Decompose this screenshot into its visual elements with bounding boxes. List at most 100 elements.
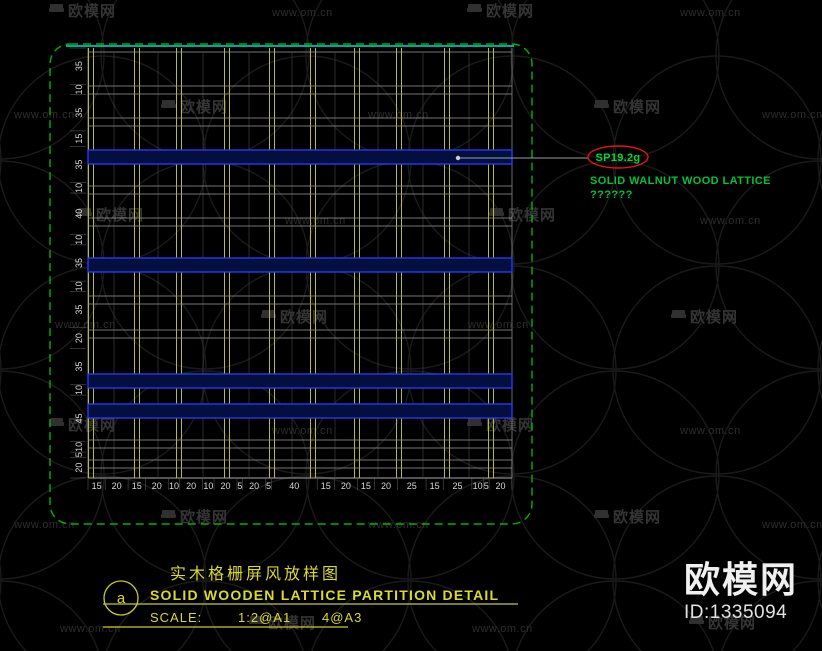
dim-label: 5 — [237, 481, 242, 491]
watermark-brand: 欧模网 — [49, 416, 116, 434]
sofa-icon — [594, 100, 609, 108]
watermark-url-text: www.om.cn — [271, 425, 333, 437]
blue-rail — [87, 257, 513, 273]
dim-label: 15 — [361, 481, 371, 491]
watermark-circle — [510, 370, 720, 580]
watermark-url-text: www.om.cn — [761, 519, 822, 531]
blue-rail — [87, 373, 513, 389]
sofa-icon — [467, 418, 482, 426]
dim-label: 20 — [74, 463, 84, 473]
site-logo: 欧模网 ID:1335094 — [684, 559, 796, 623]
watermark-circle — [612, 475, 822, 651]
sofa-icon — [489, 208, 504, 216]
watermark-url-text: www.om.cn — [467, 319, 529, 331]
sofa-icon — [161, 100, 176, 108]
sofa-seat — [49, 422, 64, 426]
dim-label: 15 — [74, 134, 84, 144]
dim-label: 20 — [112, 481, 122, 491]
dim-label: 20 — [152, 481, 162, 491]
sofa-seat — [689, 620, 704, 624]
sofa-icon — [49, 4, 64, 12]
dim-label: 5 — [74, 452, 84, 457]
watermark-circle — [0, 141, 2, 179]
sofa-icon — [161, 510, 176, 518]
watermark-url-text: www.om.cn — [284, 215, 346, 227]
watermark-circle — [0, 370, 105, 580]
watermark-brand: 欧模网 — [49, 2, 115, 20]
watermark-circle — [305, 0, 515, 160]
sofa-back — [162, 100, 175, 105]
watermark-url-text: www.om.cn — [13, 519, 75, 531]
callout-bubble — [587, 145, 649, 169]
watermark-brand-text: 欧模网 — [613, 508, 661, 526]
watermark-brand: 欧模网 — [594, 98, 661, 116]
watermark-circle — [715, 0, 822, 160]
dim-label: 15 — [430, 481, 440, 491]
watermark-circle — [715, 160, 822, 370]
sofa-icon — [689, 616, 704, 624]
watermark-circle — [202, 475, 412, 651]
dim-label: 10 — [473, 481, 483, 491]
watermark-circle — [817, 549, 822, 611]
watermark-url-text: www.om.cn — [471, 623, 533, 635]
detail-boundary — [49, 43, 533, 525]
dim-label: 40 — [289, 481, 299, 491]
sofa-seat — [594, 514, 609, 518]
blue-rail — [87, 403, 513, 419]
watermark-url-text: www.om.cn — [699, 215, 761, 227]
watermark-circle — [0, 265, 207, 475]
watermark-brand-text: 欧模网 — [180, 508, 228, 526]
watermark-circle — [305, 370, 515, 580]
dim-label: 35 — [74, 61, 84, 71]
dim-label: 10 — [169, 481, 179, 491]
sofa-icon — [49, 418, 64, 426]
sofa-back — [162, 510, 175, 515]
sofa-back — [50, 418, 63, 423]
sofa-seat — [467, 8, 482, 12]
dim-label: 20 — [186, 481, 196, 491]
dim-label: 20 — [74, 333, 84, 343]
sofa-back — [50, 4, 63, 9]
sofa-back — [262, 310, 275, 315]
site-logo-id: ID:1335094 — [684, 602, 787, 623]
watermark-brand: 欧模网 — [489, 206, 555, 224]
watermark-brand-text: 欧模网 — [708, 614, 756, 632]
dim-label: 25 — [407, 481, 417, 491]
watermark-brand: 欧模网 — [261, 308, 327, 326]
dim-label: 5 — [484, 481, 489, 491]
watermark-circle — [105, 580, 305, 651]
watermark-url-text: www.om.cn — [367, 109, 429, 121]
sofa-seat — [49, 8, 64, 12]
watermark-circle — [612, 265, 822, 475]
watermark-circle — [612, 55, 822, 265]
detail-bubble — [103, 580, 139, 616]
dim-label: 35 — [74, 362, 84, 372]
watermark-circle — [100, 370, 310, 580]
sofa-back — [468, 418, 481, 423]
watermark-brand: 欧模网 — [467, 2, 533, 20]
sofa-icon — [671, 310, 686, 318]
dim-label: 10 — [74, 385, 84, 395]
dim-label: 10 — [74, 183, 84, 193]
watermark-circle — [202, 265, 412, 475]
dim-label: 35 — [74, 258, 84, 268]
dim-label: 10 — [74, 281, 84, 291]
watermark-circle — [310, 580, 510, 651]
watermark-brand-text: 欧模网 — [613, 98, 661, 116]
watermark-circle — [0, 580, 100, 651]
scale-value-a1: 1:2@A1 — [238, 610, 291, 625]
sofa-seat — [671, 314, 686, 318]
watermark-brand-text: 欧模网 — [96, 206, 144, 224]
watermark-brand-text: 欧模网 — [68, 416, 116, 434]
watermark-circle — [817, 339, 822, 401]
watermark-circle — [715, 370, 822, 580]
dim-label: 25 — [453, 481, 463, 491]
watermark-url-text: www.om.cn — [679, 425, 741, 437]
callout-note-line1: SOLID WALNUT WOOD LATTICE — [590, 175, 771, 187]
watermark-brand: 欧模网 — [161, 98, 227, 116]
sofa-icon — [261, 310, 276, 318]
callout: SP19.2g SOLID WALNUT WOOD LATTICE ?????? — [455, 145, 771, 201]
scale-label: SCALE: — [150, 610, 202, 625]
